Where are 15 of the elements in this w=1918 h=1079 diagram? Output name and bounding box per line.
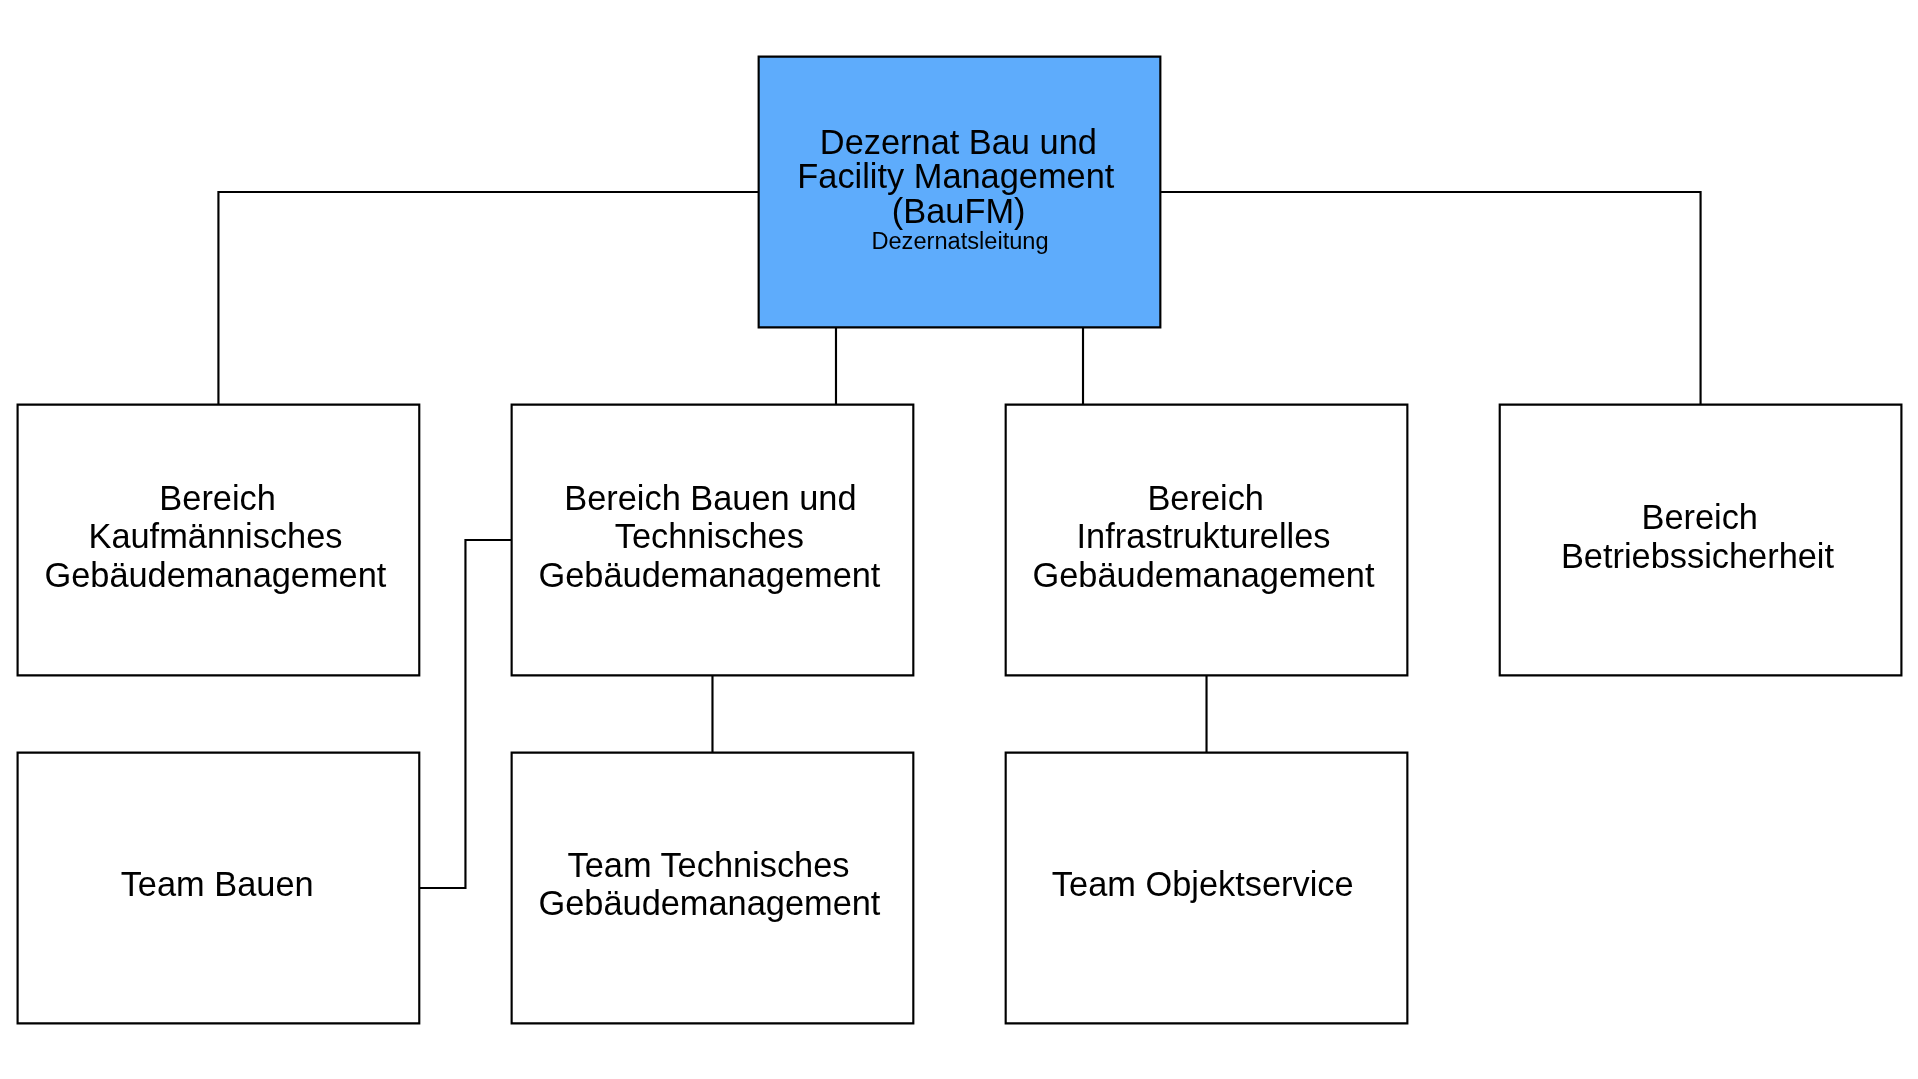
connector	[216, 190, 758, 404]
connector	[710, 675, 714, 752]
node-box: Dezernat Bau und Facility Management (BauFM) Dezernatsleitung	[757, 55, 1161, 328]
node-box: Bereich Bauen und Technisches Gebäudemanagement	[510, 403, 914, 676]
node-box: Team Technisches Gebäudemanagement	[510, 751, 914, 1024]
connector	[419, 538, 511, 889]
node-box: Team Objektservice	[1004, 751, 1408, 1024]
connector	[1081, 327, 1084, 404]
node-box: Team Bauen	[16, 751, 420, 1024]
connector	[1204, 675, 1208, 752]
connector	[834, 327, 837, 404]
node-box: Bereich Infrastrukturelles Gebäudemanagement	[1004, 403, 1408, 676]
node-box: Bereich Betriebssicherheit	[1498, 403, 1902, 676]
connector	[1160, 190, 1702, 404]
node-box: Bereich Kaufmännisches Gebäudemanagement	[16, 403, 420, 676]
